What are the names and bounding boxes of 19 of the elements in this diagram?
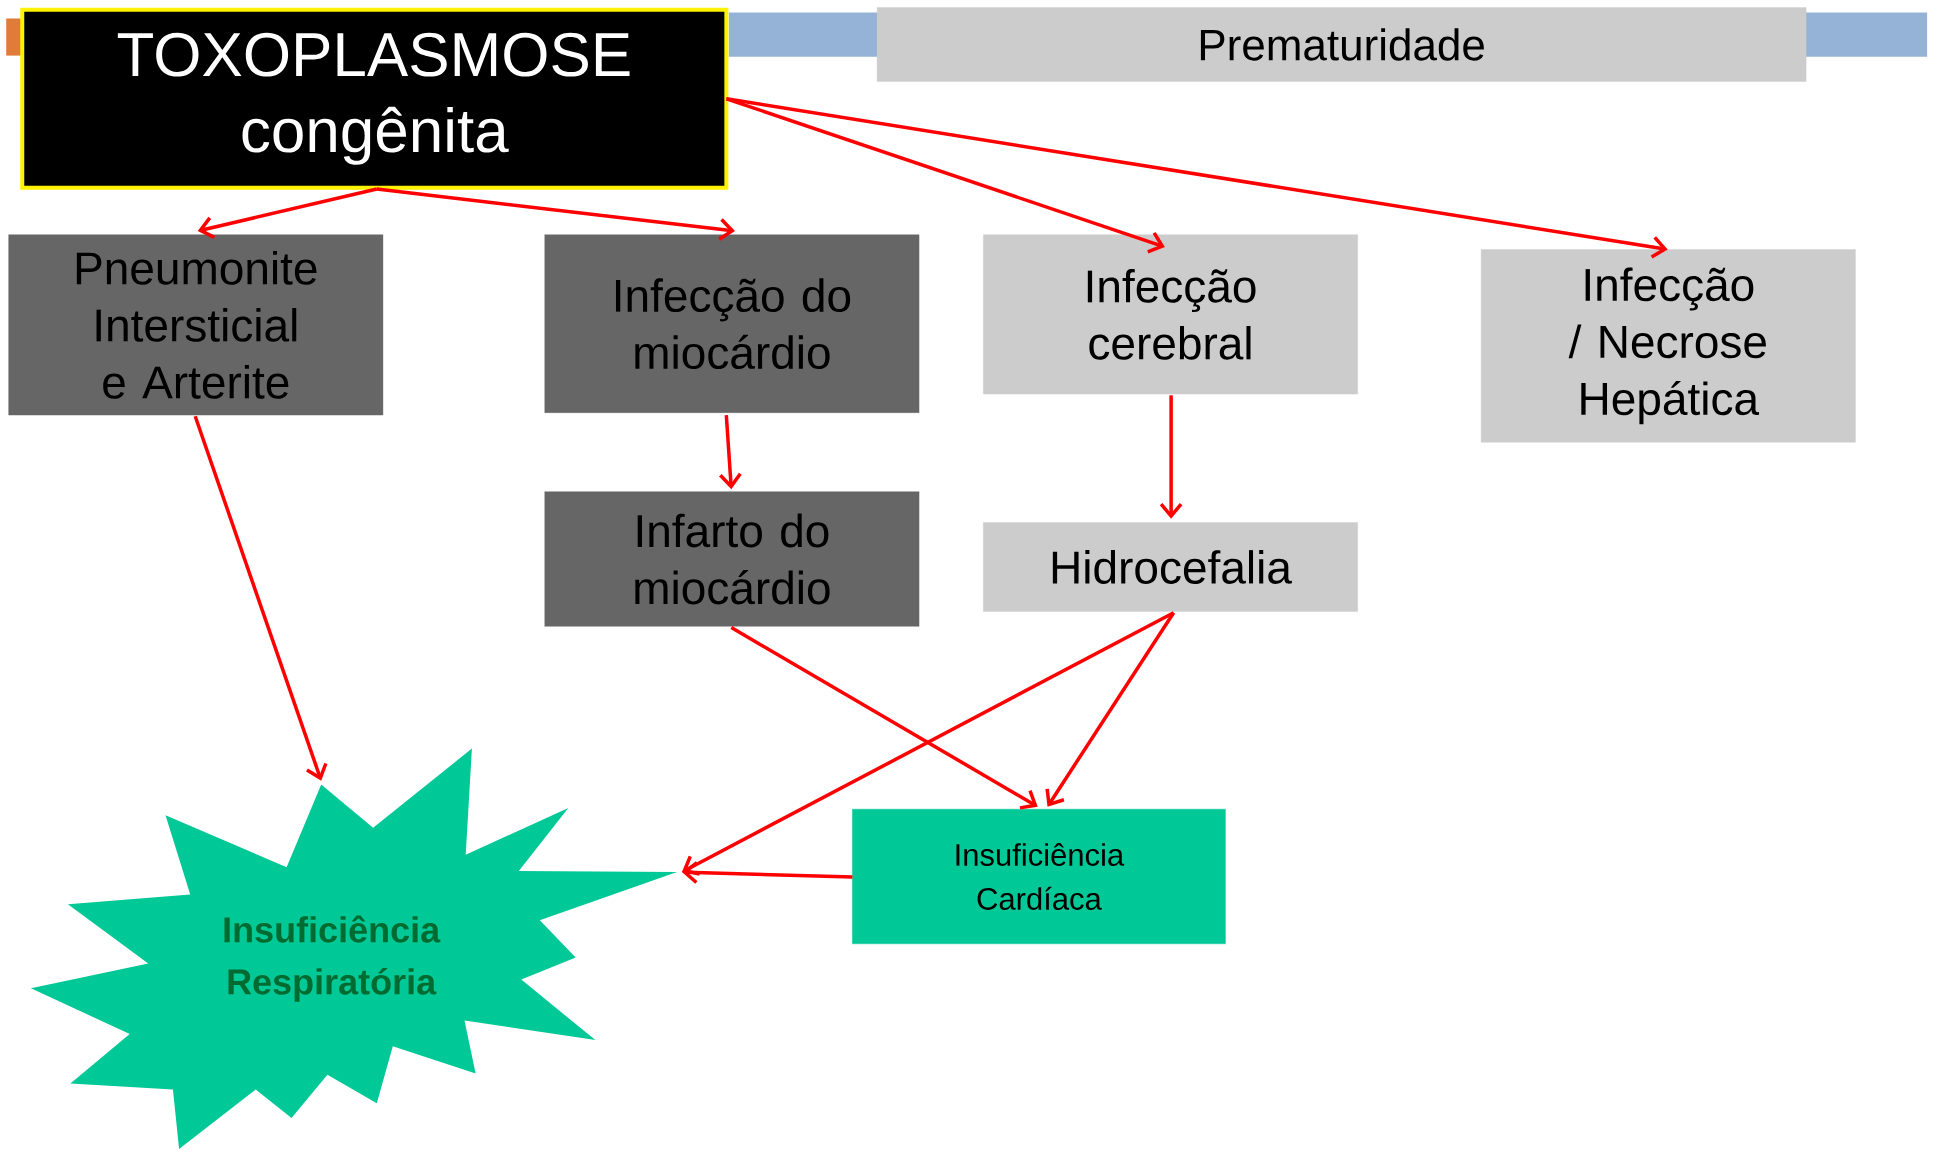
arrow (681, 861, 853, 884)
process-box: Insuficiência Cardíaca (852, 808, 1226, 945)
arrow (681, 611, 1175, 876)
arrow (1159, 395, 1183, 519)
arrow (726, 97, 1668, 259)
process-box: Infarto do miocárdio (544, 491, 920, 627)
process-box: Infecção cerebral (983, 234, 1358, 395)
process-box: Hidrocefalia (983, 522, 1358, 612)
arrow (1045, 611, 1176, 807)
process-box: Pneumonite Intersticial e Arterite (8, 234, 384, 416)
process-box: Prematuridade (876, 7, 1807, 82)
arrow (719, 415, 742, 490)
arrow (730, 626, 1038, 810)
process-box: Infecção do miocárdio (544, 234, 920, 413)
process-box: TOXOPLASMOSE congênita (20, 7, 729, 190)
arrow (193, 415, 328, 781)
arrow (376, 187, 735, 241)
process-box: Infecção / Necrose Hepática (1480, 249, 1856, 443)
arrow (197, 187, 378, 239)
